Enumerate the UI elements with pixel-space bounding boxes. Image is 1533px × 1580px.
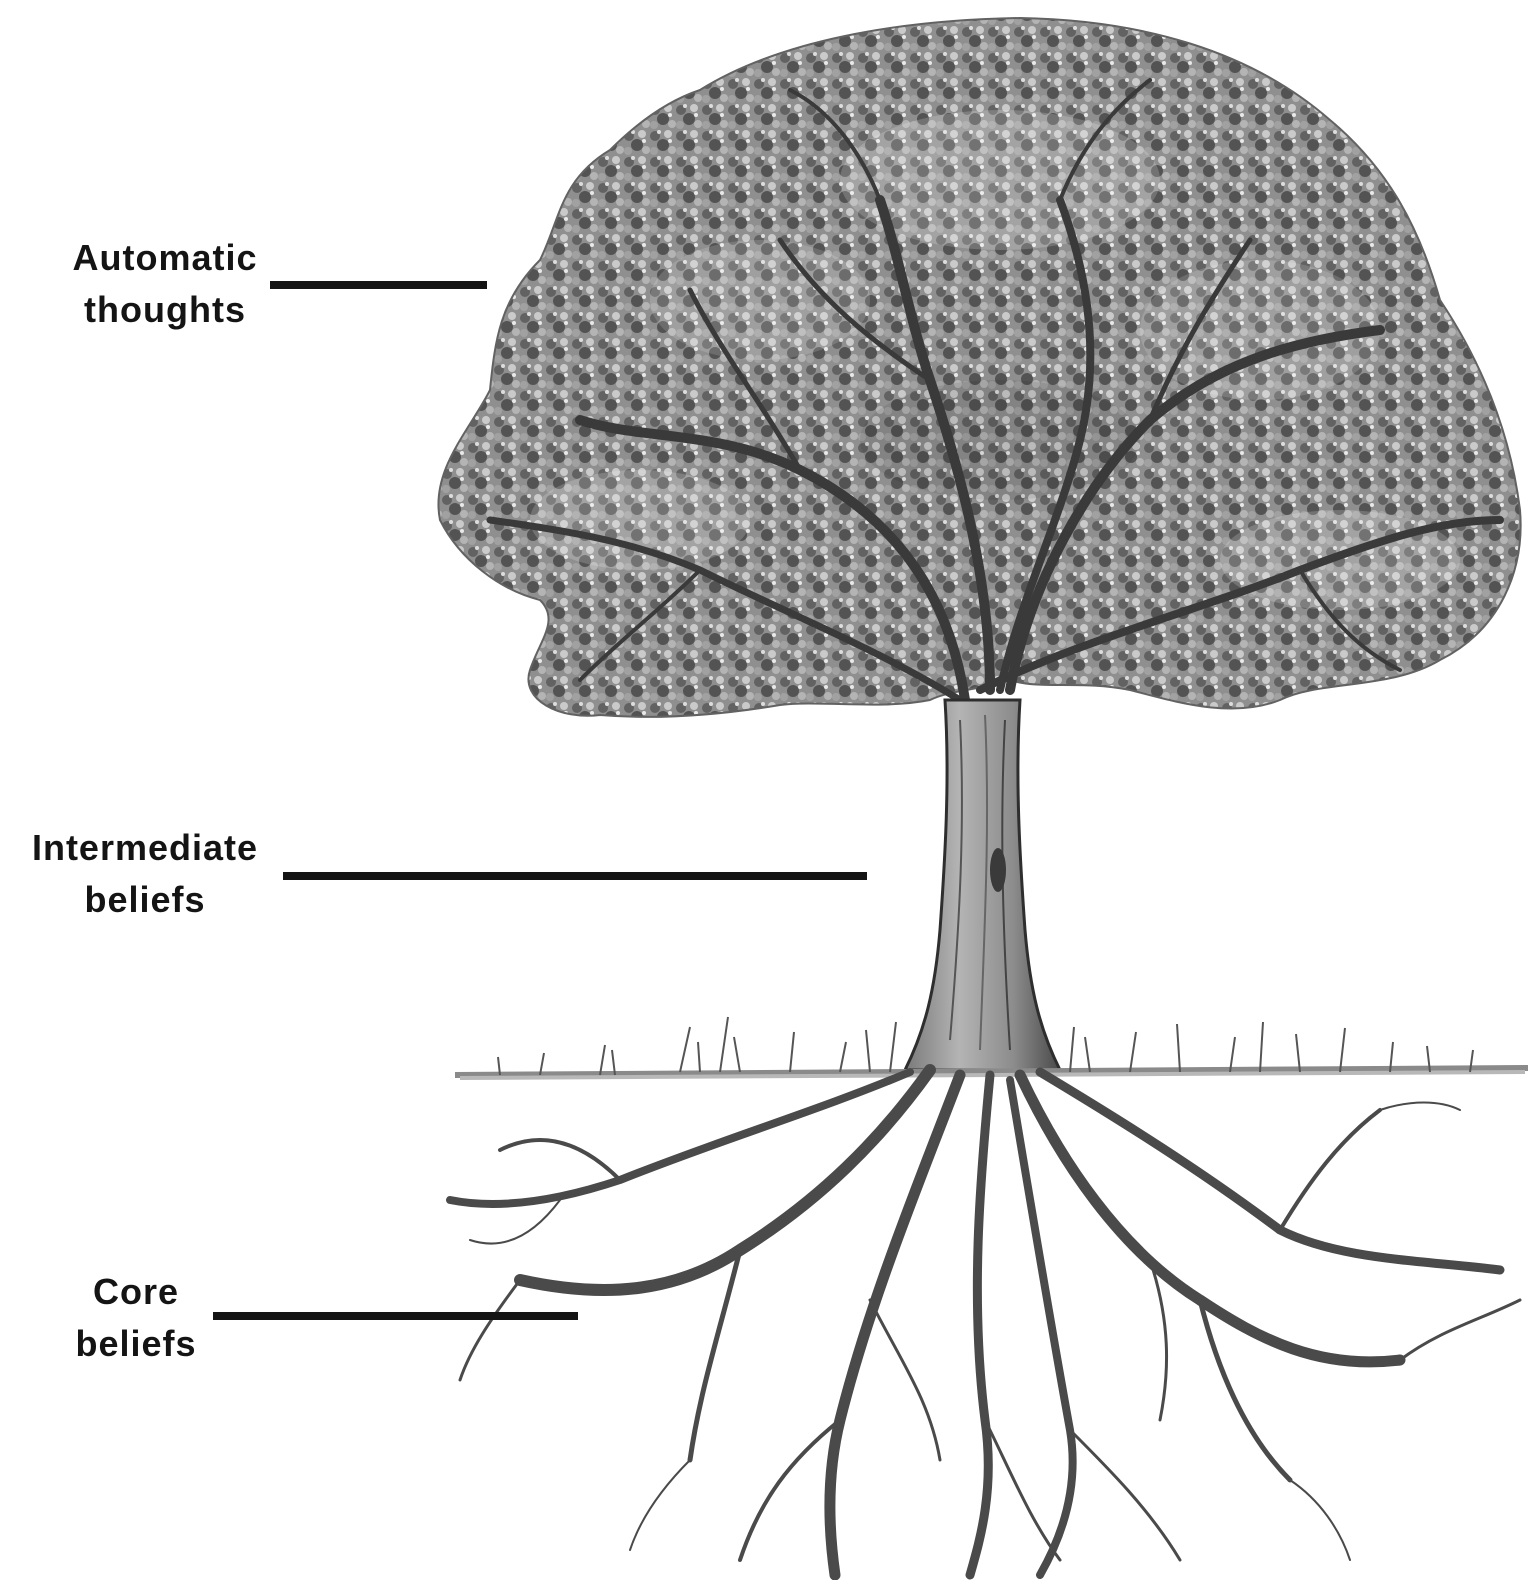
tree-roots bbox=[450, 1070, 1520, 1575]
label-intermediate-line2: beliefs bbox=[10, 874, 280, 926]
label-automatic-line2: thoughts bbox=[52, 284, 278, 336]
pointer-line-core-beliefs bbox=[213, 1312, 578, 1320]
label-intermediate-beliefs: Intermediate beliefs bbox=[10, 822, 280, 926]
pointer-line-intermediate-beliefs bbox=[283, 872, 867, 880]
label-automatic-thoughts: Automatic thoughts bbox=[52, 232, 278, 336]
label-automatic-line1: Automatic bbox=[52, 232, 278, 284]
label-core-line2: beliefs bbox=[46, 1318, 226, 1370]
label-core-beliefs: Core beliefs bbox=[46, 1266, 226, 1370]
label-core-line1: Core bbox=[46, 1266, 226, 1318]
pointer-line-automatic-thoughts bbox=[270, 281, 487, 289]
tree-trunk bbox=[905, 700, 1060, 1070]
label-intermediate-line1: Intermediate bbox=[10, 822, 280, 874]
tree-canopy bbox=[438, 18, 1520, 717]
